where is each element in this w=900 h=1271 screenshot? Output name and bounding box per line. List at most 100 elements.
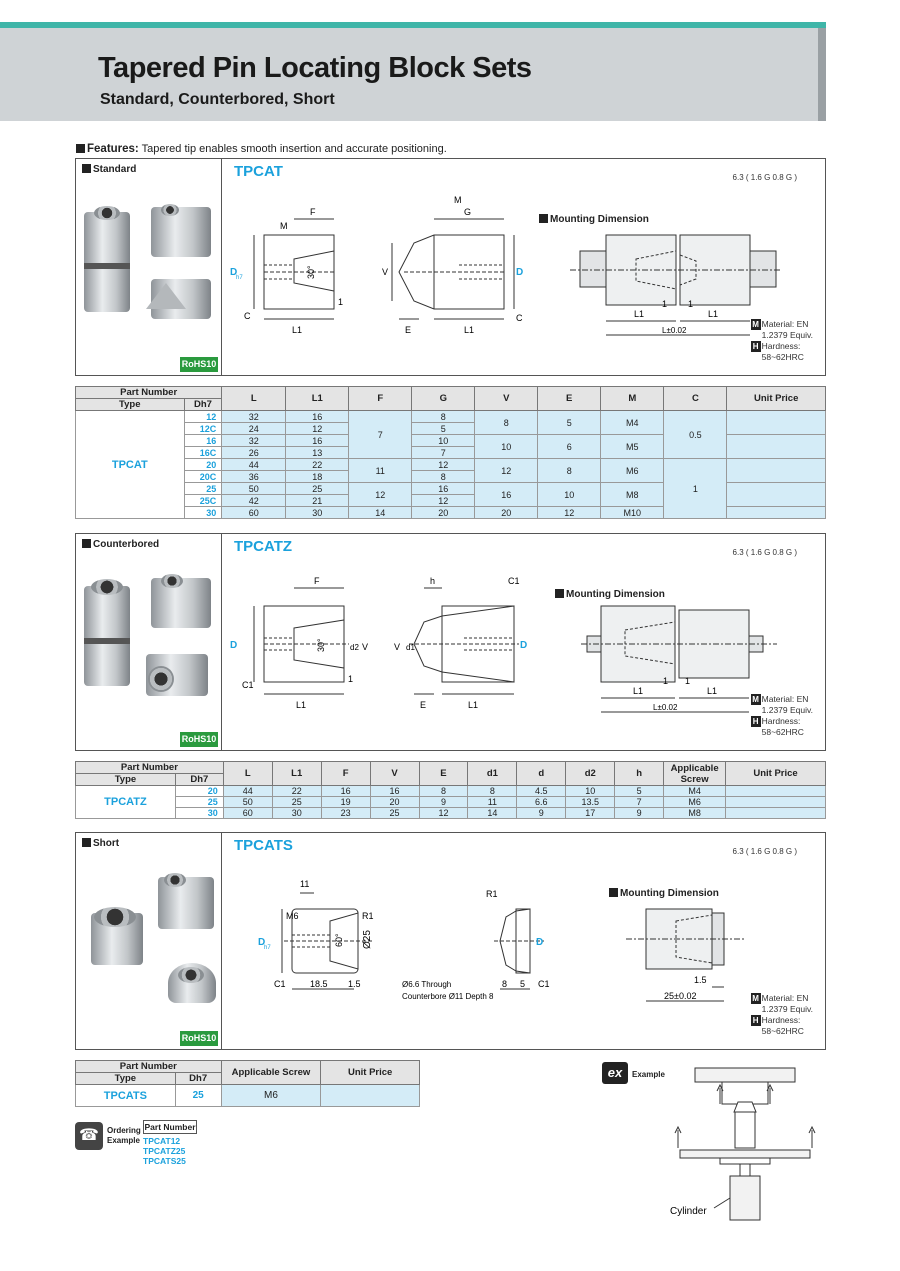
cell-price[interactable] <box>725 785 826 797</box>
table-row: 25C 42 21 12 <box>76 494 826 507</box>
dim-v: V <box>362 642 368 652</box>
cell-l1: 21 <box>285 494 350 507</box>
th-d2: d2 <box>565 761 616 786</box>
dim-d: D <box>230 267 237 278</box>
features-line: Features: Tapered tip enables smooth ins… <box>76 143 447 155</box>
dim-b: 1.5 <box>348 979 361 989</box>
hardness-text: Hardness: <box>761 1015 801 1025</box>
cell-price[interactable] <box>726 506 826 519</box>
dim-one: 1 <box>348 674 353 684</box>
cell-d: 25 <box>174 1084 222 1107</box>
cell-l: 44 <box>221 458 287 471</box>
cell-l: 36 <box>221 470 287 483</box>
dim-c1-2: C1 <box>538 979 550 989</box>
dim-g: G <box>464 207 471 217</box>
th-applicable-screw: Applicable Screw <box>220 1060 322 1085</box>
counterbored-series: TPCATZ <box>234 538 293 555</box>
type-tpcats: TPCATS <box>75 1084 176 1107</box>
dim-f: F <box>310 207 316 217</box>
cell: M8 <box>663 807 727 819</box>
cell-price[interactable] <box>726 434 826 459</box>
cell-v: 10 <box>474 434 539 459</box>
dim-c: C <box>244 311 251 321</box>
cell: 9 <box>418 796 469 808</box>
cell-m: M10 <box>600 506 665 519</box>
cell: 30 <box>271 807 322 819</box>
counterbored-block-hole <box>161 574 183 588</box>
hardness-text-2: 58~62HRC <box>761 352 804 362</box>
standard-block-photo <box>151 207 211 257</box>
counterbored-pin-hole <box>91 579 123 595</box>
cell-price[interactable] <box>726 482 826 507</box>
th-applicable-screw: Applicable Screw <box>663 761 727 786</box>
cell-l1: 18 <box>285 470 350 483</box>
standard-label: Standard <box>82 164 136 175</box>
th-dh7: Dh7 <box>183 398 223 411</box>
finish-symbols: 6.3 ( 1.6 G 0.8 G ) <box>732 173 797 182</box>
dim-eight: 8 <box>502 979 507 989</box>
cell-c: 0.5 <box>663 410 728 459</box>
ordering-example-2: TPCATZ25 <box>143 1146 186 1156</box>
cell-price[interactable] <box>725 796 826 808</box>
cell-e: 10 <box>537 482 602 507</box>
mount-l: L±0.02 <box>653 703 678 712</box>
standard-mount-label: Mounting Dimension <box>539 214 649 225</box>
short-series: TPCATS <box>234 837 293 854</box>
dim-f: F <box>314 576 320 586</box>
cell-e: 6 <box>537 434 602 459</box>
dim-d-2: D <box>520 640 527 651</box>
cell-l1: 30 <box>285 506 350 519</box>
dim-h7: h7 <box>236 275 243 281</box>
dim-l1: L1 <box>292 325 302 335</box>
short-panel: Short RoHS10 TPCATS 6.3 ( 1.6 G 0.8 G ) … <box>75 832 826 1050</box>
cell: 6.6 <box>516 796 567 808</box>
cell: 20 <box>369 796 420 808</box>
dim-d2: d2 <box>350 643 359 652</box>
dim-through: Ø6.6 Through <box>402 980 451 989</box>
short-label-text: Short <box>93 838 120 849</box>
th-v: V <box>369 761 420 786</box>
cell-l: 24 <box>221 422 287 435</box>
hardness-text: Hardness: <box>761 341 801 351</box>
cell-price[interactable] <box>320 1084 420 1107</box>
bullet-square-icon <box>82 838 91 847</box>
material-key: M <box>750 694 761 705</box>
standard-pin-photo <box>84 212 130 312</box>
rohs-badge: RoHS10 <box>180 1031 218 1046</box>
hardness-key: H <box>750 341 761 352</box>
cell: 17 <box>565 807 616 819</box>
cell-d: 20C <box>183 470 223 483</box>
page-subtitle: Standard, Counterbored, Short <box>100 91 335 108</box>
cell: 9 <box>516 807 567 819</box>
cell-v: 16 <box>474 482 539 507</box>
material-text: Material: EN <box>761 694 809 704</box>
mount-l1b: L1 <box>708 309 718 319</box>
table-row: 20C 36 18 8 <box>76 470 826 483</box>
dim-angle: 30° <box>316 638 326 652</box>
cell-price[interactable] <box>726 410 826 435</box>
cell-d: 16C <box>183 446 223 459</box>
cell-l: 32 <box>221 434 287 447</box>
th-type: Type <box>75 1072 176 1085</box>
th-m: M <box>600 386 665 411</box>
cell: 50 <box>222 796 273 808</box>
dim-m6: M6 <box>286 911 299 921</box>
short-photo: Short RoHS10 <box>76 833 222 1049</box>
standard-taper-tip <box>146 283 186 309</box>
counterbored-pin-groove <box>84 638 130 644</box>
th-e: E <box>418 761 469 786</box>
finish-symbols: 6.3 ( 1.6 G 0.8 G ) <box>732 847 797 856</box>
mount-one: 1 <box>663 676 668 686</box>
cell-price[interactable] <box>725 807 826 819</box>
short-drawing: D h7 11 M6 R1 60° Ø25 C1 18.5 1.5 Ø6.6 T… <box>258 879 550 1001</box>
standard-label-text: Standard <box>93 164 137 175</box>
table-row: TPCATZ 20 44 22 16 16 8 8 4.5 10 5 M4 <box>75 785 826 819</box>
th-c: C <box>663 386 728 411</box>
dim-m: M <box>280 221 288 231</box>
dim-dia: Ø25 <box>362 930 373 949</box>
cell-d: 25 <box>174 796 224 808</box>
cell-v: 8 <box>474 410 539 435</box>
th-e: E <box>537 386 602 411</box>
cell-price[interactable] <box>726 458 826 483</box>
th-part-number: Part Number <box>74 386 223 399</box>
